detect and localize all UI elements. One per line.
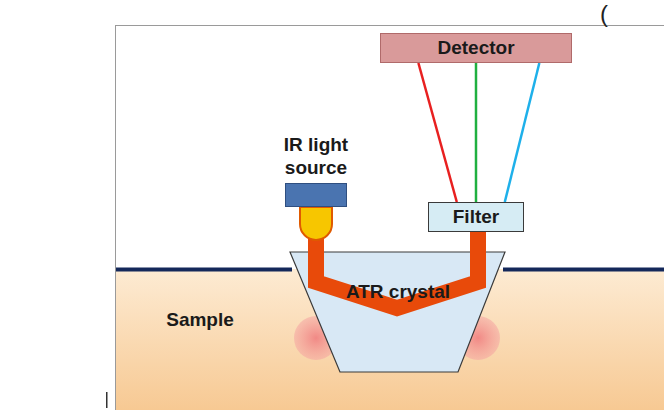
light-source-box: IR light source [285, 183, 347, 207]
detector-box: Detector [380, 33, 572, 63]
frame [116, 26, 664, 410]
node-label: Filter [453, 205, 499, 229]
edge-mark [106, 392, 108, 408]
signal-line [475, 63, 478, 202]
node-label: ATR crystal [346, 280, 450, 304]
atr-crystal: ATR crystal [338, 264, 458, 320]
node-label: Detector [437, 36, 514, 60]
sample-surface [503, 268, 664, 272]
sample-band: Sample [145, 305, 255, 335]
sample-surface [116, 268, 292, 272]
signal-line [505, 63, 540, 202]
signal-line [418, 63, 456, 202]
ir-bulb [300, 207, 332, 240]
filter-box: Filter [428, 202, 524, 232]
corner-mark: ( [600, 0, 608, 28]
node-label: Sample [166, 308, 234, 332]
component-label: IR light source [251, 133, 381, 181]
